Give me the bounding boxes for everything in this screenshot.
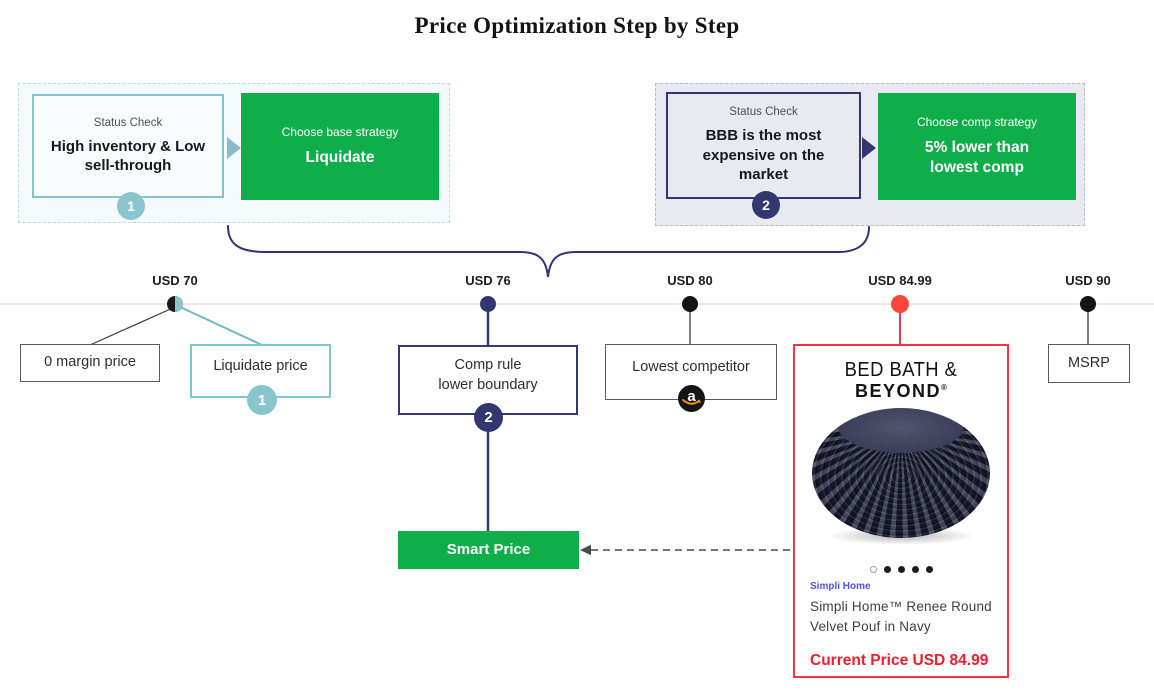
bbb-product-card: BED BATH & BEYOND® Simpli Home Simpli Ho…	[793, 344, 1009, 678]
step2-group: Status Check BBB is the most expensive o…	[655, 83, 1085, 226]
vendor-link[interactable]: Simpli Home	[810, 580, 871, 592]
price-dot-90	[1080, 296, 1096, 312]
step1-status-box: Status Check High inventory & Low sell-t…	[32, 94, 224, 198]
step1-strategy-label: Choose base strategy	[281, 124, 399, 139]
price-label-usd-84-99: USD 84.99	[868, 273, 932, 288]
strategy-brace	[227, 225, 870, 278]
liquidate-number-badge: 1	[247, 385, 277, 415]
step2-status-label: Status Check	[729, 106, 798, 119]
step2-strategy-value: 5% lower than lowest comp	[924, 138, 1030, 176]
carousel-dot[interactable]	[911, 565, 919, 573]
connector-70-liquidate	[177, 305, 263, 346]
page-title: Price Optimization Step by Step	[414, 13, 740, 38]
arrow-right-icon	[227, 137, 241, 159]
price-dot-76	[480, 296, 496, 312]
price-dot-70	[167, 296, 183, 312]
pouf-product-image	[812, 407, 990, 545]
current-price: Current Price USD 84.99	[810, 652, 989, 670]
msrp-box: MSRP	[1048, 344, 1130, 383]
carousel-dot[interactable]	[925, 565, 933, 573]
step1-number-badge: 1	[117, 192, 145, 220]
bbb-logo-line1: BED BATH &	[844, 359, 958, 381]
step1-strategy-box: Choose base strategy Liquidate	[241, 93, 439, 200]
carousel-dot[interactable]	[869, 565, 877, 573]
zero-margin-price-box: 0 margin price	[20, 344, 160, 382]
product-name: Simpli Home™ Renee Round Velvet Pouf in …	[810, 598, 992, 635]
connector-70-zero-margin	[89, 306, 176, 346]
registered-mark: ®	[941, 383, 947, 392]
step2-strategy-box: Choose comp strategy 5% lower than lowes…	[878, 93, 1076, 200]
step1-group: Status Check High inventory & Low sell-t…	[18, 83, 450, 223]
price-label-usd-70: USD 70	[152, 273, 198, 288]
price-dot-84	[891, 295, 909, 313]
amazon-icon: a	[678, 385, 705, 412]
arrow-left-icon	[580, 544, 591, 556]
price-label-usd-76: USD 76	[465, 273, 511, 288]
arrow-right-icon	[862, 137, 876, 159]
step2-strategy-label: Choose comp strategy	[916, 114, 1038, 129]
smart-price-box: Smart Price	[398, 531, 579, 569]
price-label-usd-80: USD 80	[667, 273, 713, 288]
step2-status-box: Status Check BBB is the most expensive o…	[666, 92, 861, 199]
bbb-logo-line2: BEYOND®	[855, 381, 947, 401]
price-label-usd-90: USD 90	[1065, 273, 1111, 288]
bed-bath-beyond-logo: BED BATH & BEYOND®	[795, 360, 1007, 401]
comp-rule-number-badge: 2	[474, 403, 503, 432]
step1-strategy-value: Liquidate	[305, 148, 375, 166]
step1-status-text: High inventory & Low sell-through	[50, 137, 206, 175]
carousel-dot[interactable]	[897, 565, 905, 573]
pouf-body	[812, 407, 990, 538]
carousel-dot[interactable]	[883, 565, 891, 573]
step1-status-label: Status Check	[93, 116, 163, 129]
step2-number-badge: 2	[752, 191, 780, 219]
carousel-dots[interactable]	[795, 565, 1007, 573]
step2-status-text: BBB is the most expensive on the market	[702, 127, 825, 184]
amazon-smile-icon	[682, 399, 701, 405]
price-dot-80	[682, 296, 698, 312]
